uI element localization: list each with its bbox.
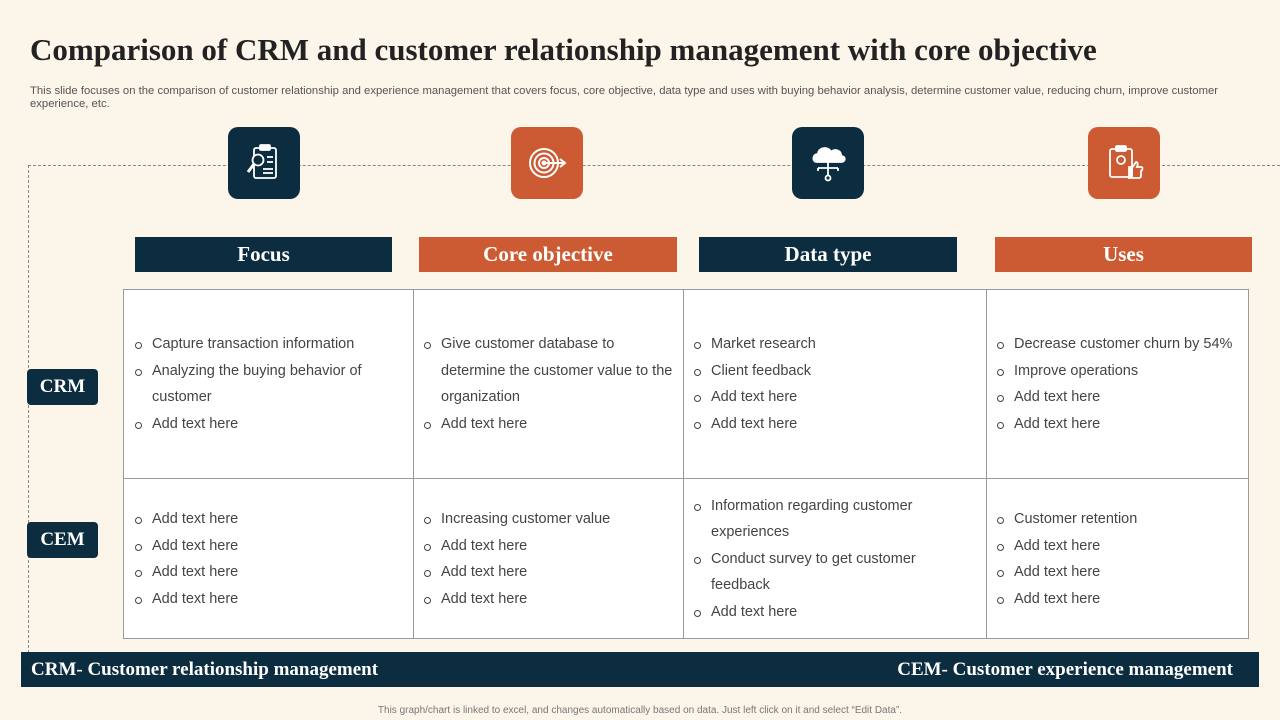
list-item: Give customer database to determine the … — [423, 331, 675, 411]
page-title: Comparison of CRM and customer relations… — [30, 32, 1097, 67]
dashed-connector-vertical — [28, 165, 29, 653]
column-header-core-objective: Core objective — [419, 237, 677, 272]
row-label-crm: CRM — [27, 369, 98, 405]
cell-cem-uses: Customer retention Add text here Add tex… — [986, 479, 1248, 639]
footer-cem-definition: CEM- Customer experience management — [897, 658, 1233, 680]
list-item: Add text here — [134, 533, 405, 560]
list-item: Add text here — [423, 586, 675, 613]
clipboard-search-icon — [228, 127, 300, 199]
list-item: Add text here — [996, 559, 1240, 586]
list-item: Add text here — [134, 586, 405, 613]
list-item: Analyzing the buying behavior of custome… — [134, 358, 405, 411]
column-header-focus: Focus — [135, 237, 392, 272]
cell-crm-core-objective: Give customer database to determine the … — [413, 290, 683, 478]
list-item: Information regarding customer experienc… — [693, 493, 978, 546]
list-item: Add text here — [996, 411, 1240, 438]
list-item: Conduct survey to get customer feedback — [693, 546, 978, 599]
list-item: Customer retention — [996, 506, 1240, 533]
list-item: Add text here — [693, 384, 978, 411]
list-item: Add text here — [996, 533, 1240, 560]
list-item: Add text here — [134, 506, 405, 533]
cell-cem-core-objective: Increasing customer value Add text here … — [413, 479, 683, 639]
cloud-network-icon — [792, 127, 864, 199]
list-item: Capture transaction information — [134, 331, 405, 358]
cell-cem-data-type: Information regarding customer experienc… — [683, 479, 986, 639]
column-header-data-type: Data type — [699, 237, 957, 272]
list-item: Add text here — [134, 559, 405, 586]
cell-crm-data-type: Market research Client feedback Add text… — [683, 290, 986, 478]
cell-cem-focus: Add text here Add text here Add text her… — [124, 479, 413, 639]
list-item: Add text here — [996, 586, 1240, 613]
list-item: Improve operations — [996, 358, 1240, 385]
list-item: Add text here — [423, 411, 675, 438]
footer-crm-definition: CRM- Customer relationship management — [31, 658, 379, 680]
list-item: Add text here — [423, 533, 675, 560]
cell-crm-focus: Capture transaction information Analyzin… — [124, 290, 413, 478]
list-item: Decrease customer churn by 54% — [996, 331, 1240, 358]
list-item: Add text here — [996, 384, 1240, 411]
target-dart-icon — [511, 127, 583, 199]
dashed-connector-horizontal — [28, 165, 1280, 166]
list-item: Increasing customer value — [423, 506, 675, 533]
row-label-cem: CEM — [27, 522, 98, 558]
edit-data-note: This graph/chart is linked to excel, and… — [377, 705, 903, 716]
page-subtitle: This slide focuses on the comparison of … — [30, 85, 1219, 110]
cell-crm-uses: Decrease customer churn by 54% Improve o… — [986, 290, 1248, 478]
footer-legend-bar: CRM- Customer relationship management CE… — [21, 652, 1259, 687]
comparison-table: Capture transaction information Analyzin… — [123, 289, 1249, 639]
column-header-uses: Uses — [995, 237, 1252, 272]
list-item: Market research — [693, 331, 978, 358]
clipboard-thumbs-up-icon — [1088, 127, 1160, 199]
list-item: Add text here — [693, 599, 978, 626]
list-item: Add text here — [693, 411, 978, 438]
list-item: Add text here — [423, 559, 675, 586]
list-item: Client feedback — [693, 358, 978, 385]
list-item: Add text here — [134, 411, 405, 438]
